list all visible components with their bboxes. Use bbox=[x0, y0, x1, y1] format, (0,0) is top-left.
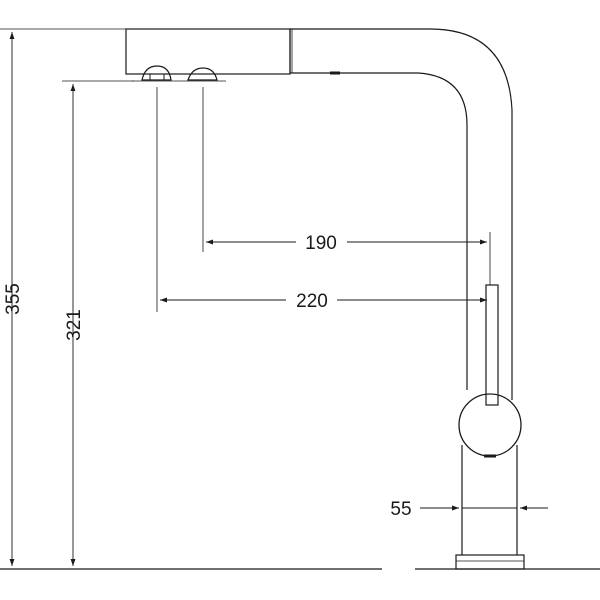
dimension-overall-height: 355 bbox=[0, 28, 126, 566]
outlet-1 bbox=[141, 65, 172, 81]
dimension-base-diameter: 55 bbox=[390, 495, 548, 520]
dim-label-reach-220: 220 bbox=[296, 291, 328, 312]
lever-handle bbox=[485, 284, 499, 406]
dimension-reach-190: 190 bbox=[206, 233, 487, 254]
spout-outer bbox=[290, 28, 513, 400]
outlet-2 bbox=[187, 67, 218, 81]
faucet-base bbox=[455, 554, 525, 570]
mixer-knob bbox=[458, 393, 522, 457]
dim-label-reach-190: 190 bbox=[305, 233, 337, 254]
dim-label-base-diameter: 55 bbox=[390, 499, 411, 520]
dim-label-overall-height: 355 bbox=[3, 283, 24, 315]
dim-label-spout-height: 321 bbox=[64, 309, 85, 341]
faucet-body bbox=[125, 28, 525, 570]
dimension-reach-220: 220 bbox=[160, 291, 487, 312]
dimension-spout-height: 321 bbox=[62, 80, 134, 566]
spout-inner bbox=[290, 72, 468, 390]
